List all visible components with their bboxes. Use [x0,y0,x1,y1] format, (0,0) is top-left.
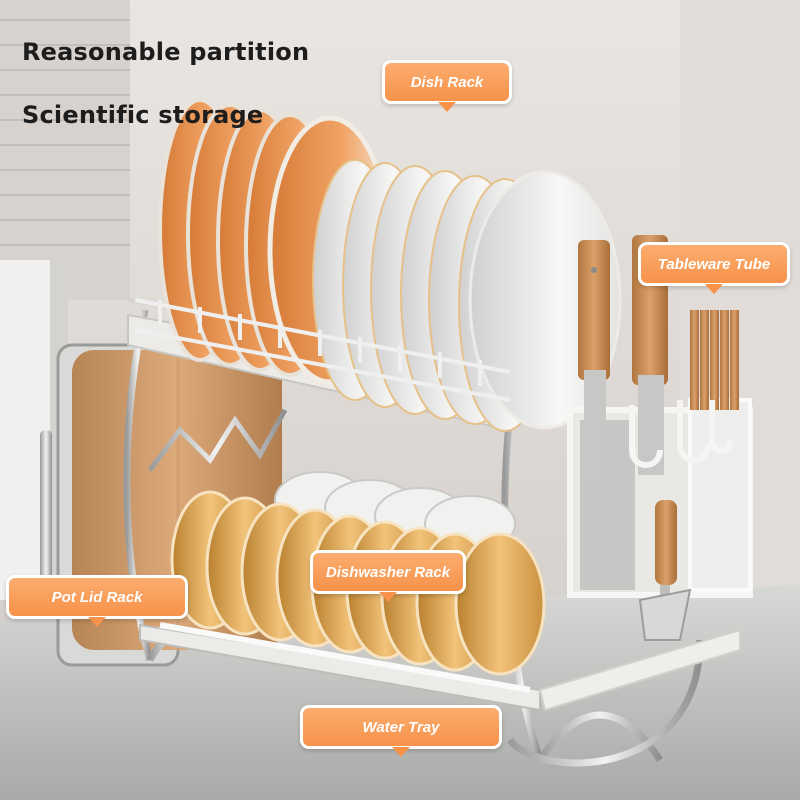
callout-water-tray: Water Tray [300,705,502,757]
headline-reasonable-partition: Reasonable partition [22,38,310,66]
chopsticks [690,310,739,410]
callout-tableware-tube: Tableware Tube [638,242,790,294]
upper-wire-rail [134,298,511,402]
headline-scientific-storage: Scientific storage [22,101,264,129]
water-tray [139,622,541,712]
callout-pot-lid-rack: Pot Lid Rack [6,575,188,627]
callout-dishwasher-rack: Dishwasher Rack [310,550,466,602]
hanging-utensils [638,500,692,641]
lid-holder-wire [148,408,288,472]
hooks [629,400,733,468]
callout-dish-rack: Dish Rack [382,60,512,112]
